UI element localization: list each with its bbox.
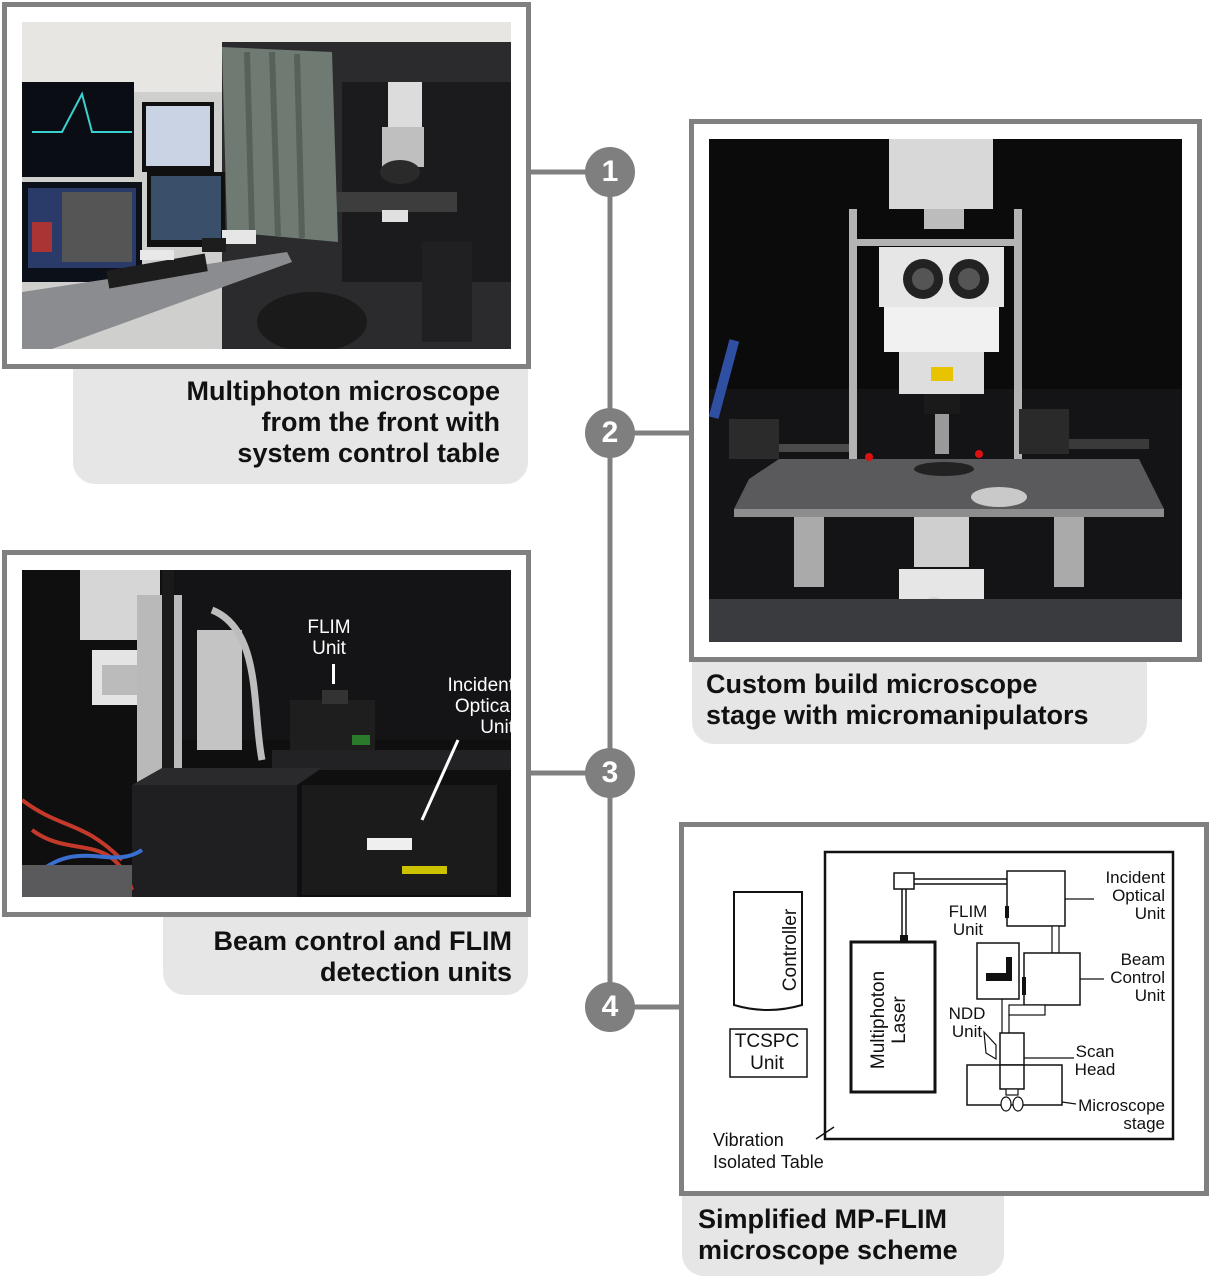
photo-label-incident-optical-unit: Incident Optical Unit bbox=[447, 675, 514, 738]
panel2-photo bbox=[709, 139, 1182, 642]
panel1-caption: Multiphoton microscope from the front wi… bbox=[73, 366, 528, 484]
step-badge-2: 2 bbox=[585, 408, 635, 458]
tcspc-box bbox=[729, 1028, 808, 1078]
panel3-photo bbox=[22, 570, 511, 897]
lab-workstation-photo bbox=[22, 22, 511, 349]
laser-port bbox=[900, 935, 908, 943]
scheme-label-tcspc-unit: TCSPC Unit bbox=[734, 1031, 800, 1074]
panel2-caption: Custom build microscope stage with micro… bbox=[692, 657, 1147, 744]
vibration-table-outline bbox=[823, 850, 1175, 1141]
flim-unit-pointer bbox=[332, 664, 335, 684]
step-badge-3: 3 bbox=[585, 748, 635, 798]
panel1-photo bbox=[22, 22, 511, 349]
incident-optical-unit-box bbox=[1006, 870, 1066, 927]
scheme-label-controller: Controller bbox=[780, 908, 801, 992]
scheme-diagram bbox=[729, 850, 1175, 1141]
step-badge-1: 1 bbox=[585, 147, 635, 197]
photo-label-flim-unit: FLIM Unit bbox=[307, 617, 351, 659]
flim-unit-box bbox=[976, 942, 1020, 1000]
step-badge-4: 4 bbox=[585, 982, 635, 1032]
detection-units-photo bbox=[22, 570, 511, 897]
microscope-stage-photo bbox=[709, 139, 1182, 642]
controller-shape bbox=[733, 891, 803, 1011]
scheme-label-vibration-table: Vibration Isolated Table bbox=[713, 1130, 824, 1172]
scheme-label-microscope-stage: Microscope stage bbox=[1078, 1096, 1165, 1133]
table-pointer bbox=[815, 1126, 835, 1140]
fiber-coupler bbox=[893, 872, 915, 890]
laser-box bbox=[849, 940, 937, 1094]
scheme-label-flim-unit: FLIM Unit bbox=[948, 902, 988, 939]
ndd-unit-shape bbox=[983, 1030, 997, 1061]
scheme-label-incident-optical-unit: Incident Optical Unit bbox=[1105, 868, 1165, 923]
incident-unit-pointer bbox=[420, 739, 460, 821]
scheme-label-multiphoton-laser: Multiphoton Laser bbox=[868, 970, 910, 1070]
scheme-label-beam-control-unit: Beam Control Unit bbox=[1110, 950, 1165, 1005]
panel4-caption: Simplified MP-FLIM microscope scheme bbox=[682, 1192, 1004, 1276]
beam-control-unit-box bbox=[1023, 952, 1081, 1006]
panel3-caption: Beam control and FLIM detection units bbox=[163, 913, 528, 995]
scheme-label-ndd-unit: NDD Unit bbox=[948, 1004, 986, 1041]
scheme-label-scan-head: Scan Head bbox=[1074, 1042, 1116, 1079]
